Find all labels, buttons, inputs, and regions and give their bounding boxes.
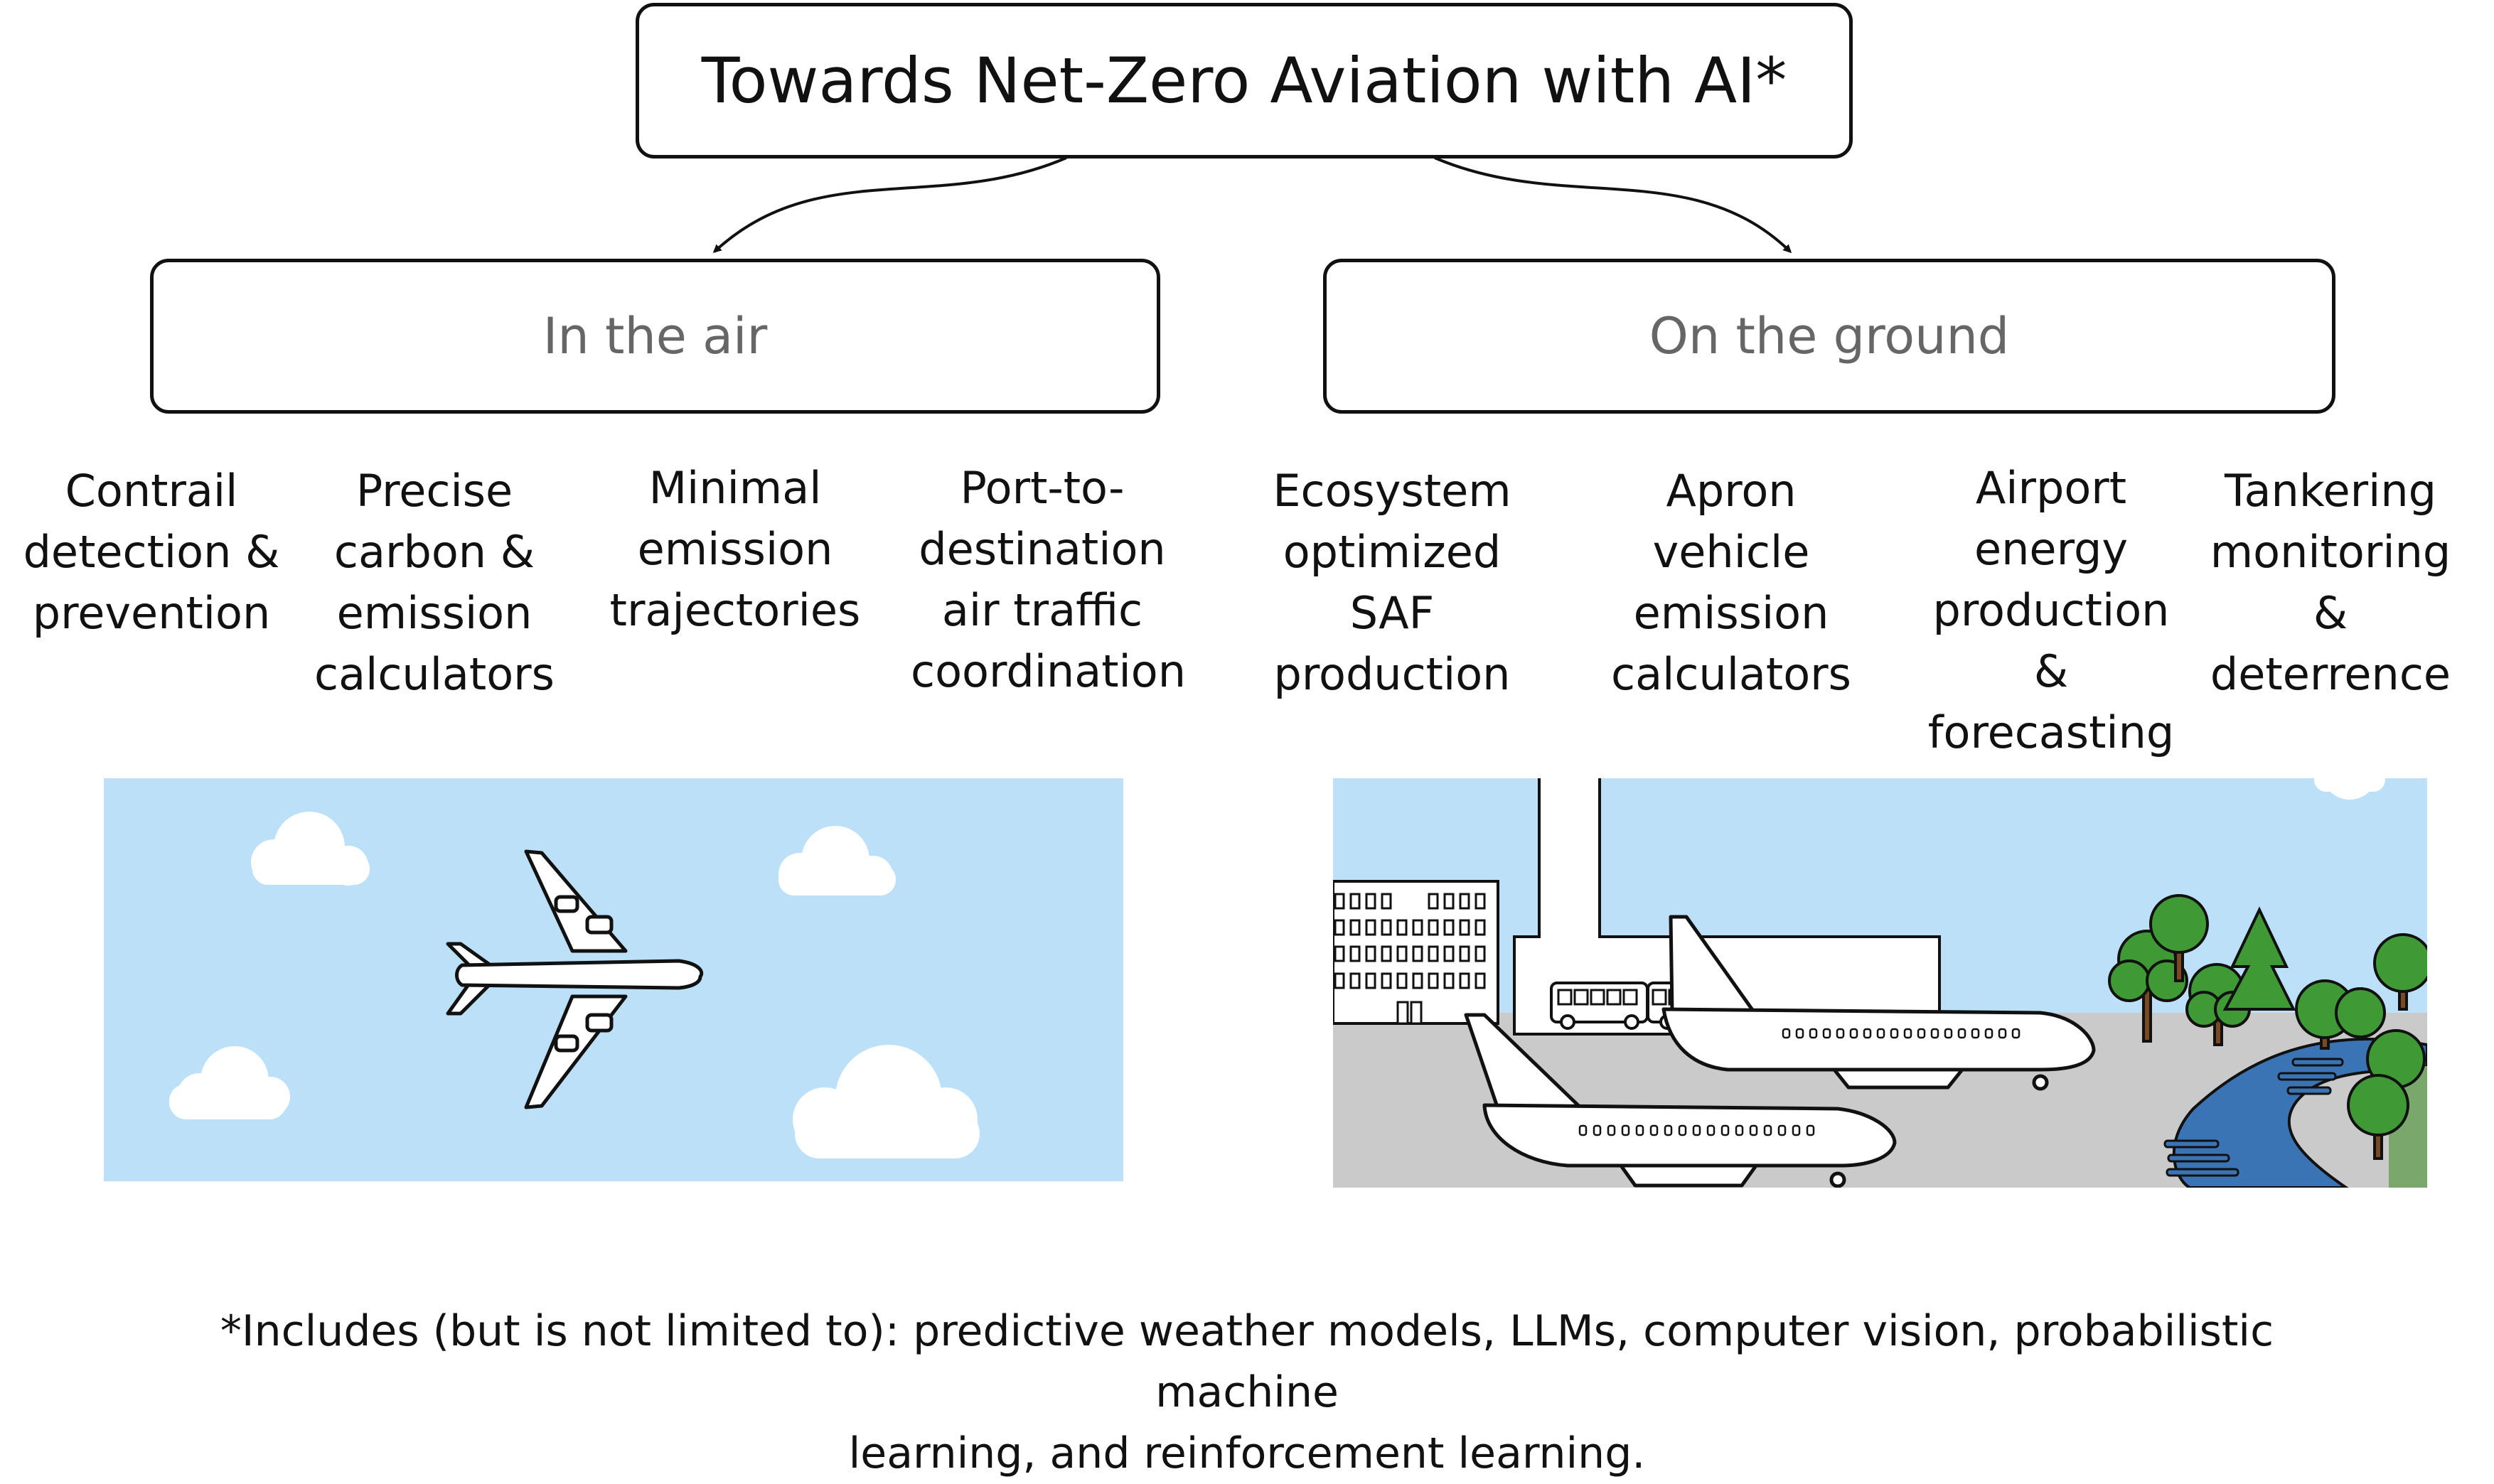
ground-item-line: Ecosystem: [1273, 465, 1511, 517]
ground-item-line: Apron: [1666, 465, 1797, 517]
ground-item-line: Airport: [1975, 462, 2127, 514]
ground-item-saf-production: Ecosystem optimized SAF production: [1261, 461, 1524, 705]
category-label-air: In the air: [542, 307, 768, 365]
air-item-line: Precise: [355, 465, 513, 517]
ground-item-line: &: [2033, 645, 2069, 697]
tree-icon: [2295, 979, 2386, 1050]
air-item-line: destination: [919, 523, 1166, 575]
air-item-line: calculators: [314, 648, 555, 700]
ground-item-line: Tankering: [2224, 465, 2437, 517]
ground-item-line: monitoring &: [2210, 526, 2451, 639]
ground-item-line: emission: [1633, 587, 1829, 639]
cloud-icon: [169, 1046, 290, 1119]
footnote-line: *Includes (but is not limited to): predi…: [220, 1306, 2274, 1417]
ground-item-line: forecasting: [1927, 706, 2175, 758]
air-item-contrail: Contrail detection & prevention: [20, 461, 283, 644]
ground-item-line: energy: [1974, 523, 2129, 575]
arrow-to-in-the-air: [712, 156, 1067, 254]
footnote-line: learning, and reinforcement learning.: [848, 1429, 1646, 1478]
ground-item-line: production: [1273, 648, 1511, 700]
air-item-line: air traffic: [941, 584, 1143, 636]
airplane-icon: [1661, 915, 2096, 1091]
air-item-line: Minimal: [648, 462, 822, 514]
cloud-icon: [2314, 778, 2385, 800]
tree-icon: [2373, 933, 2427, 1011]
air-item-minimal-emission-trajectories: Minimal emission trajectories: [604, 458, 867, 641]
ground-item-airport-energy: Airport energy production & forecasting: [1920, 458, 2183, 763]
ground-item-line: calculators: [1611, 648, 1851, 700]
category-on-the-ground: On the ground: [1323, 259, 2335, 414]
airplane-icon: [1464, 1013, 1897, 1188]
air-item-line: detection &: [23, 526, 280, 578]
ground-scene: [1333, 778, 2427, 1188]
office-building-icon: [1333, 880, 1499, 1025]
cloud-icon: [251, 812, 370, 886]
airplane-windows: [1578, 1124, 1815, 1136]
category-in-the-air: In the air: [150, 259, 1160, 414]
air-item-line: trajectories: [609, 584, 861, 636]
footnote: *Includes (but is not limited to): predi…: [128, 1301, 2366, 1484]
airplane-icon: [446, 849, 704, 1109]
pine-tree-icon: [2222, 906, 2296, 1011]
tree-icon: [2366, 1029, 2426, 1096]
air-item-line: Contrail: [65, 465, 238, 517]
air-item-line: emission: [637, 523, 833, 575]
ground-item-line: vehicle: [1652, 526, 1810, 578]
ground-item-apron-vehicle: Apron vehicle emission calculators: [1600, 461, 1863, 705]
air-item-line: Port-to-: [960, 462, 1125, 514]
air-item-port-to-destination: Port-to- destination air traffic coordin…: [911, 458, 1186, 702]
category-label-ground: On the ground: [1649, 307, 2010, 365]
air-scene: [104, 778, 1123, 1181]
tree-icon: [2347, 1074, 2409, 1160]
air-item-line: carbon &: [333, 526, 535, 578]
air-item-line: coordination: [911, 645, 1186, 697]
ground-item-line: production: [1932, 584, 2170, 636]
air-item-line: emission: [336, 587, 532, 639]
cloud-icon: [778, 826, 896, 896]
air-item-line: prevention: [32, 587, 271, 639]
cloud-icon: [793, 1045, 980, 1158]
arrow-to-on-the-ground: [1434, 156, 1792, 254]
diagram-title: Towards Net-Zero Aviation with AI*: [636, 3, 1853, 158]
title-text: Towards Net-Zero Aviation with AI*: [701, 44, 1787, 117]
ground-item-line: optimized SAF: [1283, 526, 1502, 639]
tree-icon: [2149, 894, 2209, 982]
air-item-carbon-calculators: Precise carbon & emission calculators: [303, 461, 566, 705]
water-ripple-icon: [2163, 1058, 2344, 1177]
ground-item-tankering: Tankering monitoring & deterrence: [2199, 461, 2462, 705]
ground-item-line: deterrence: [2210, 648, 2451, 700]
airplane-windows: [1782, 1028, 2021, 1039]
